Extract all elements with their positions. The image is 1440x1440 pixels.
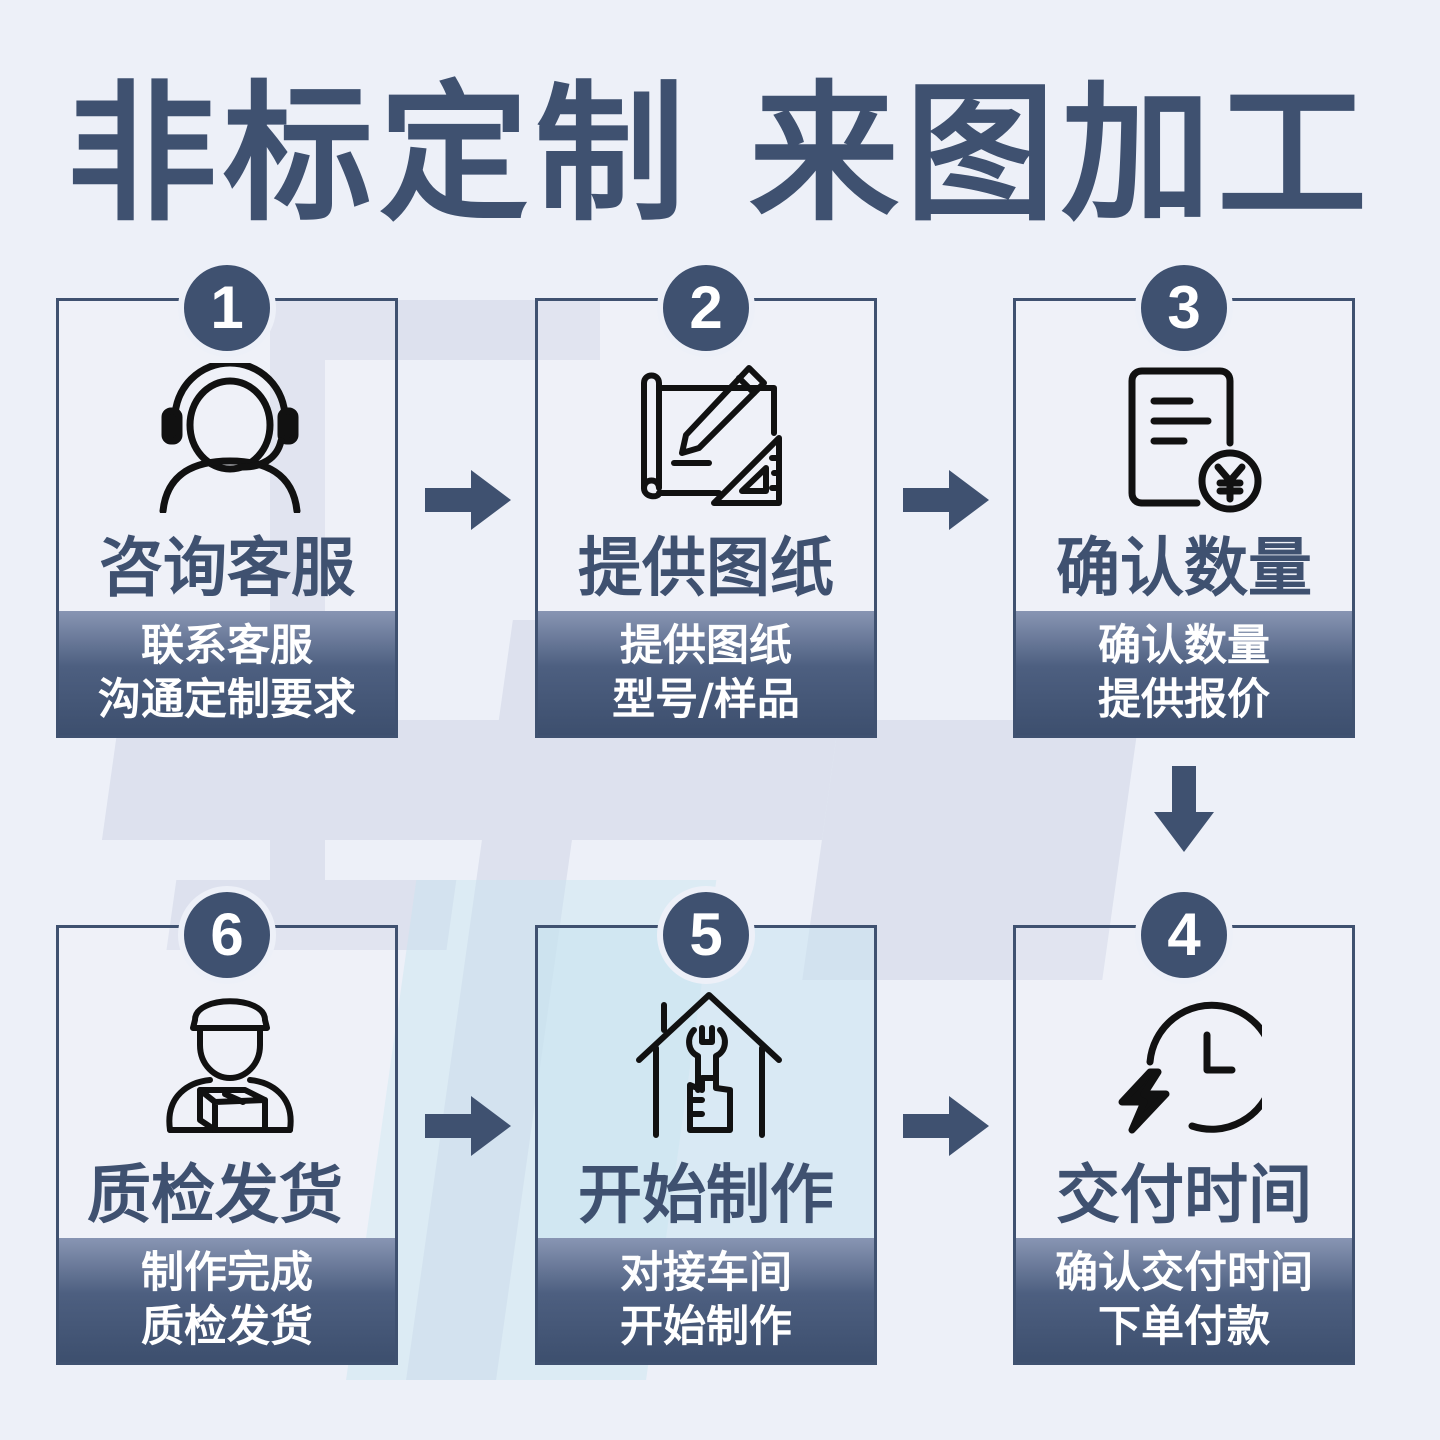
description-line: 制作完成 bbox=[141, 1248, 313, 1298]
step-number-badge: 1 bbox=[178, 259, 276, 357]
step-title: 质检发货 bbox=[87, 1159, 343, 1233]
step-card-3: 3 确认数量 确认数量 提供报价 bbox=[1013, 259, 1355, 738]
step-description: 制作完成 质检发货 bbox=[59, 1238, 395, 1362]
step-description: 联系客服 沟通定制要求 bbox=[59, 611, 395, 735]
description-line: 下单付款 bbox=[1098, 1302, 1270, 1352]
step-card-5: 5 开始制作 对接车间 开始制作 bbox=[535, 886, 877, 1365]
page-title: 非标定制 来图加工 bbox=[66, 68, 1374, 242]
step-card-2: 2 提供图纸 提供图纸 型号/样品 bbox=[535, 259, 877, 738]
description-line: 对接车间 bbox=[620, 1248, 792, 1298]
description-line: 提供图纸 bbox=[620, 621, 792, 671]
description-line: 沟通定制要求 bbox=[98, 675, 356, 725]
right-arrow-icon bbox=[425, 470, 511, 530]
description-line: 联系客服 bbox=[141, 621, 313, 671]
description-line: 型号/样品 bbox=[612, 675, 800, 725]
step-number-badge: 4 bbox=[1135, 886, 1233, 984]
step-number-badge: 6 bbox=[178, 886, 276, 984]
blueprint-drawing-icon bbox=[634, 363, 784, 513]
step-title: 咨询客服 bbox=[99, 532, 355, 606]
description-line: 确认交付时间 bbox=[1055, 1248, 1313, 1298]
step-number-badge: 3 bbox=[1135, 259, 1233, 357]
fast-clock-icon bbox=[1112, 990, 1278, 1140]
step-description: 确认数量 提供报价 bbox=[1016, 611, 1352, 735]
step-number-badge: 5 bbox=[657, 886, 755, 984]
step-card-6: 6 质检发货 制作完成 质检发货 bbox=[56, 886, 398, 1365]
right-arrow-icon bbox=[425, 1096, 511, 1156]
quote-document-yen-icon bbox=[1112, 363, 1262, 513]
step-number-badge: 2 bbox=[657, 259, 755, 357]
house-wrench-icon bbox=[634, 990, 784, 1140]
step-description: 提供图纸 型号/样品 bbox=[538, 611, 874, 735]
down-arrow-icon bbox=[1154, 766, 1214, 852]
step-title: 提供图纸 bbox=[578, 532, 834, 606]
delivery-courier-icon bbox=[155, 990, 305, 1140]
step-title: 确认数量 bbox=[1056, 532, 1312, 606]
step-description: 对接车间 开始制作 bbox=[538, 1238, 874, 1362]
step-card-4: 4 交付时间 确认交付时间 下单付款 bbox=[1013, 886, 1355, 1365]
right-arrow-icon bbox=[903, 470, 989, 530]
step-title: 开始制作 bbox=[578, 1159, 834, 1233]
right-arrow-icon bbox=[903, 1096, 989, 1156]
step-title: 交付时间 bbox=[1056, 1159, 1312, 1233]
customer-service-headset-icon bbox=[155, 359, 305, 515]
description-line: 确认数量 bbox=[1098, 621, 1270, 671]
step-description: 确认交付时间 下单付款 bbox=[1016, 1238, 1352, 1362]
step-card-1: 1 咨询客服 联系客服 沟通定制要求 bbox=[56, 259, 398, 738]
description-line: 开始制作 bbox=[620, 1302, 792, 1352]
description-line: 提供报价 bbox=[1098, 675, 1270, 725]
description-line: 质检发货 bbox=[141, 1302, 313, 1352]
